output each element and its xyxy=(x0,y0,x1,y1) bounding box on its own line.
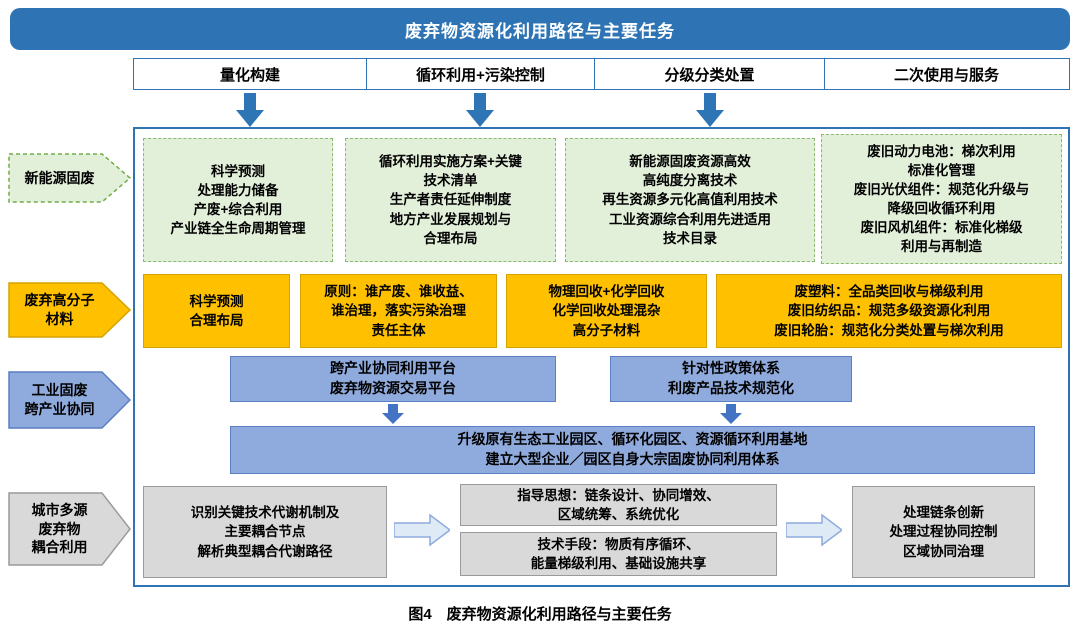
down-arrow-icon xyxy=(696,93,724,127)
header-secondary-use-service: 二次使用与服务 xyxy=(823,58,1070,90)
category-new-energy-solid-waste: 新能源固废 xyxy=(8,153,131,203)
blue-box-policy-system: 针对性政策体系 利废产品技术规范化 xyxy=(610,356,852,402)
green-box-recycling-plan: 循环利用实施方案+关键 技术清单 生产者责任延伸制度 地方产业发展规划与 合理布… xyxy=(345,138,556,262)
pentagon-shape-icon xyxy=(8,282,131,338)
header-label: 分级分类处置 xyxy=(664,66,755,84)
green-box-separation-technology: 新能源固废资源高效 高纯度分离技术 再生资源多元化高值利用技术 工业资源综合利用… xyxy=(565,138,815,262)
header-label: 量化构建 xyxy=(219,66,280,84)
figure-caption: 图4 废弃物资源化利用路径与主要任务 xyxy=(408,606,672,623)
header-recycling-pollution-control: 循环利用+污染控制 xyxy=(365,58,596,90)
category-waste-polymer-materials: 废弃高分子 材料 xyxy=(8,282,131,338)
gray-box-chain-innovation: 处理链条创新 处理过程协同控制 区域协同治理 xyxy=(852,486,1035,578)
category-label: 新能源固废 xyxy=(24,169,95,186)
category-label: 工业固废 跨产业协同 xyxy=(24,382,95,417)
orange-box-physical-chemical-recycling: 物理回收+化学回收 化学回收处理混杂 高分子材料 xyxy=(506,274,707,348)
pentagon-shape-icon xyxy=(8,371,131,429)
gray-box-identify-metabolism: 识别关键技术代谢机制及 主要耦合节点 解析典型耦合代谢路径 xyxy=(143,486,387,578)
gray-box-guiding-ideology: 指导思想：链条设计、协同增效、 区域统筹、系统优化 xyxy=(460,484,777,526)
pentagon-shape-icon xyxy=(8,153,131,203)
down-arrow-icon xyxy=(466,93,494,127)
green-box-prediction-capacity: 科学预测 处理能力储备 产废+综合利用 产业链全生命周期管理 xyxy=(143,138,333,262)
small-down-arrow-icon xyxy=(382,404,404,424)
diagram-title: 废弃物资源化利用路径与主要任务 xyxy=(405,21,675,41)
gray-box-technical-means: 技术手段：物质有序循环、 能量梯级利用、基础设施共享 xyxy=(460,532,777,576)
orange-box-prediction-layout: 科学预测 合理布局 xyxy=(143,274,290,348)
blue-box-eco-industrial-park: 升级原有生态工业园区、循环化园区、资源循环利用基地 建立大型企业／园区自身大宗固… xyxy=(230,426,1035,474)
header-label: 循环利用+污染控制 xyxy=(416,66,545,84)
category-label: 城市多源 废弃物 耦合利用 xyxy=(31,501,88,556)
down-arrow-icon xyxy=(236,93,264,127)
small-down-arrow-icon xyxy=(720,404,742,424)
orange-box-plastics-textiles-tires: 废塑料：全品类回收与梯级利用 废旧纺织品：规范多级资源化利用 废旧轮胎：规范化分… xyxy=(716,274,1062,348)
header-graded-classification-disposal: 分级分类处置 xyxy=(594,58,825,90)
green-box-battery-pv-wind-reuse: 废旧动力电池：梯次利用 标准化管理 废旧光伏组件：规范化升级与 降级回收循环利用… xyxy=(821,134,1062,264)
blue-box-synergy-platform: 跨产业协同利用平台 废弃物资源交易平台 xyxy=(230,356,556,402)
right-arrow-icon xyxy=(393,512,452,548)
category-industrial-solid-waste: 工业固废 跨产业协同 xyxy=(8,371,131,429)
diagram-title-banner: 废弃物资源化利用路径与主要任务 xyxy=(10,8,1070,50)
orange-box-responsibility-principle: 原则：谁产废、谁收益、 谁治理，落实污染治理 责任主体 xyxy=(300,274,497,348)
header-quantified-construction: 量化构建 xyxy=(133,58,367,90)
header-label: 二次使用与服务 xyxy=(893,66,999,84)
category-urban-multisource-waste: 城市多源 废弃物 耦合利用 xyxy=(8,492,131,566)
right-arrow-icon xyxy=(785,512,844,548)
pentagon-shape-icon xyxy=(8,492,131,566)
category-label: 废弃高分子 材料 xyxy=(24,292,95,327)
